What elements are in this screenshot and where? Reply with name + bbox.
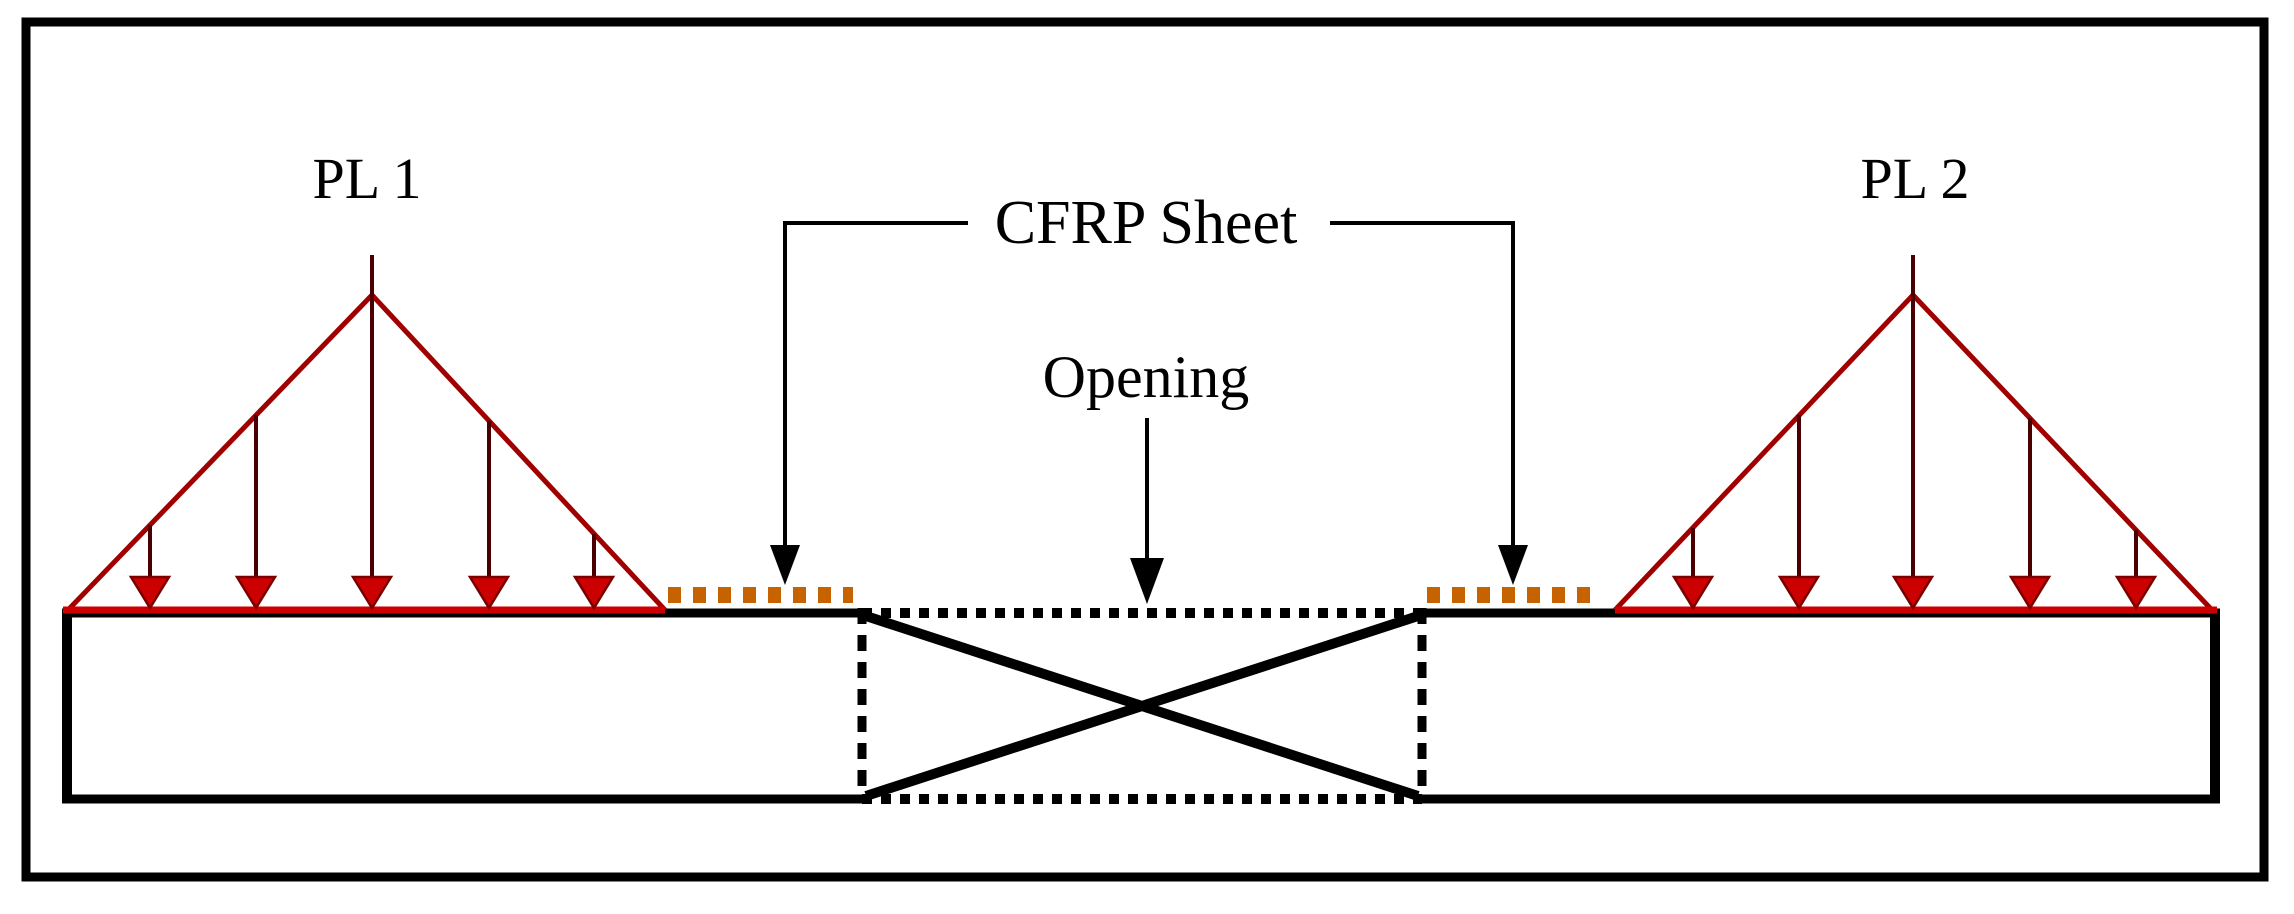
load-pl2 bbox=[1613, 255, 2217, 614]
down-arrow-icon bbox=[1130, 558, 1164, 604]
opening-label: Opening bbox=[1043, 344, 1250, 410]
pl2-left-slope bbox=[1613, 293, 1915, 612]
down-arrow-icon bbox=[1498, 545, 1528, 585]
load-arrow-cone bbox=[572, 575, 616, 611]
load-arrow-cone bbox=[2008, 575, 2052, 611]
pl1-arrow-stems bbox=[148, 255, 596, 600]
opening-cross-diagonal-2 bbox=[864, 611, 1420, 801]
load-arrow-cone bbox=[467, 575, 511, 611]
pl2-arrow-stems bbox=[1691, 255, 2138, 600]
pl1-label: PL 1 bbox=[312, 146, 421, 211]
load-arrow-cone bbox=[1891, 575, 1935, 611]
beam-opening bbox=[857, 608, 1427, 804]
opening-callout bbox=[1130, 418, 1164, 604]
pl2-right-slope bbox=[1911, 293, 2214, 612]
load-arrow-cone bbox=[350, 575, 394, 611]
load-arrow-cone bbox=[1777, 575, 1821, 611]
pl2-arrow-heads bbox=[1671, 575, 2158, 611]
load-arrow-cone bbox=[128, 575, 172, 611]
frame-border bbox=[21, 17, 2269, 882]
pl1-left-slope bbox=[66, 293, 374, 612]
load-arrow-cone bbox=[2114, 575, 2158, 611]
cfrp-callout bbox=[770, 221, 1528, 585]
cfrp-leader-right bbox=[1330, 221, 1515, 560]
pl1-arrow-heads bbox=[128, 575, 616, 611]
cfrp-sheet-label: CFRP Sheet bbox=[995, 189, 1298, 257]
load-pl1 bbox=[63, 255, 667, 614]
load-arrow-cone bbox=[1671, 575, 1715, 611]
pl1-right-slope bbox=[370, 293, 667, 612]
cfrp-leader-left bbox=[783, 221, 968, 560]
pl2-label: PL 2 bbox=[1860, 146, 1969, 211]
load-arrow-cone bbox=[234, 575, 278, 611]
down-arrow-icon bbox=[770, 545, 800, 585]
